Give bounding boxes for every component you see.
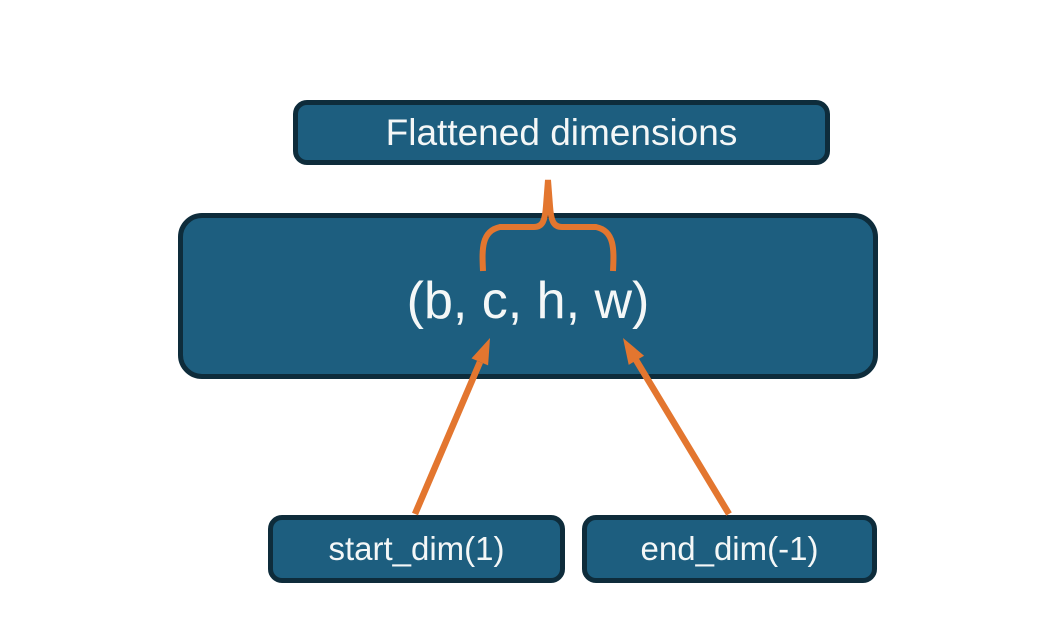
tensor-shape-box: (b, c, h, w)	[178, 213, 878, 379]
flattened-dimensions-box: Flattened dimensions	[293, 100, 830, 165]
tensor-shape-label: (b, c, h, w)	[406, 272, 650, 330]
end-dim-label: end_dim(-1)	[640, 530, 819, 567]
start-dim-box: start_dim(1)	[268, 515, 565, 583]
flattened-dimensions-label: Flattened dimensions	[385, 111, 738, 153]
end-dim-box: end_dim(-1)	[582, 515, 877, 583]
start-dim-label: start_dim(1)	[328, 530, 505, 567]
